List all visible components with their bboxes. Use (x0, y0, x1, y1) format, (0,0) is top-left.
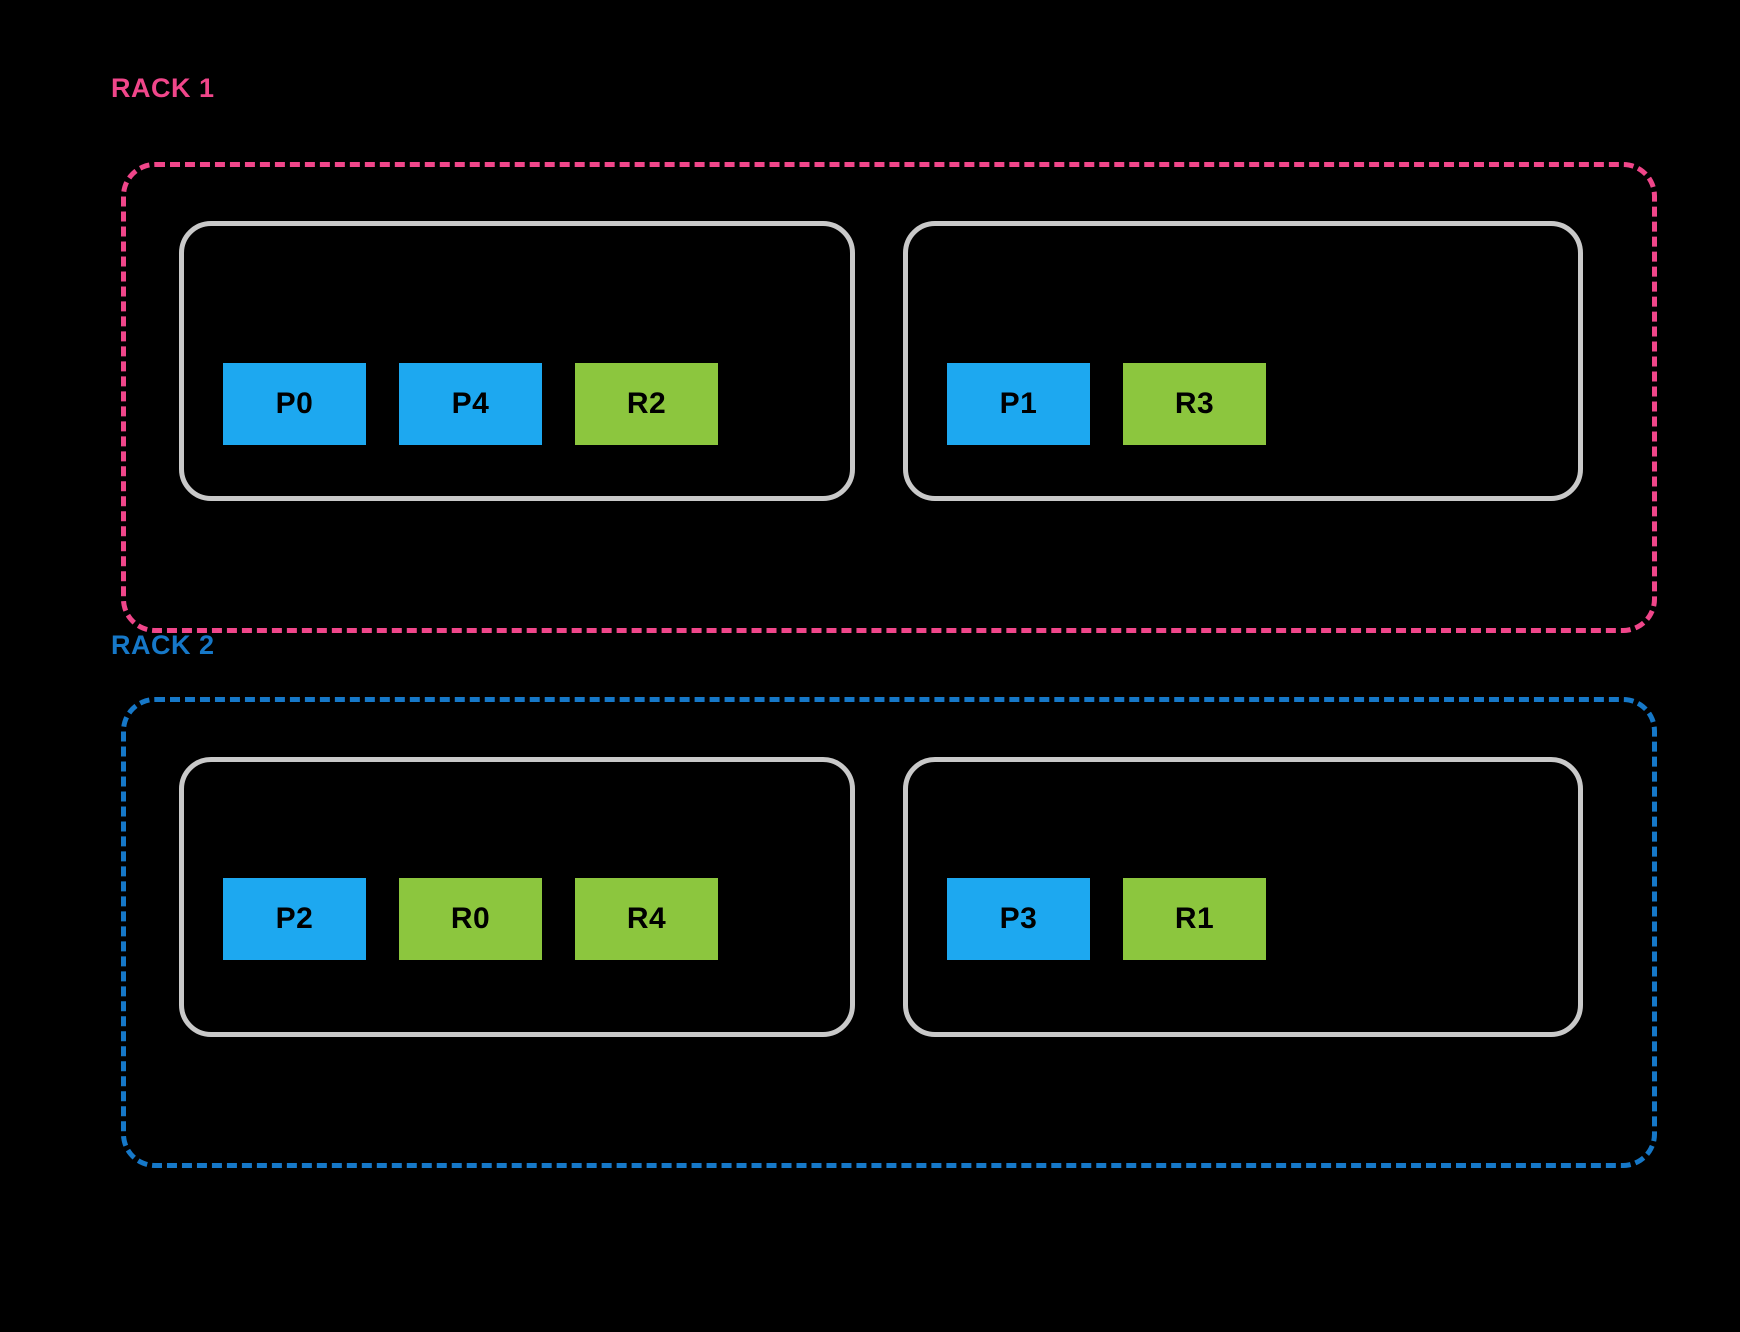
node-rack2-2[interactable] (903, 757, 1583, 1037)
primary-partition-p1[interactable]: P1 (947, 363, 1090, 445)
replica-partition-r2[interactable]: R2 (575, 363, 718, 445)
primary-partition-p2[interactable]: P2 (223, 878, 366, 960)
node-rack1-2[interactable] (903, 221, 1583, 501)
rack-boundary-1 (121, 162, 1657, 633)
node-partition-row: P2 R0 R4 (179, 878, 855, 960)
node-partition-row: P0 P4 R2 (179, 363, 855, 445)
primary-partition-p0[interactable]: P0 (223, 363, 366, 445)
node-partition-row: P3 R1 (903, 878, 1583, 960)
node-rack1-1[interactable] (179, 221, 855, 501)
node-partition-row: P1 R3 (903, 363, 1583, 445)
rack-boundary-2 (121, 697, 1657, 1168)
primary-partition-p4[interactable]: P4 (399, 363, 542, 445)
rack-label-1: RACK 1 (111, 73, 215, 103)
replica-partition-r4[interactable]: R4 (575, 878, 718, 960)
replica-partition-r3[interactable]: R3 (1123, 363, 1266, 445)
rack-label-2: RACK 2 (111, 630, 215, 660)
replica-partition-r0[interactable]: R0 (399, 878, 542, 960)
node-rack2-1[interactable] (179, 757, 855, 1037)
primary-partition-p3[interactable]: P3 (947, 878, 1090, 960)
replica-partition-r1[interactable]: R1 (1123, 878, 1266, 960)
